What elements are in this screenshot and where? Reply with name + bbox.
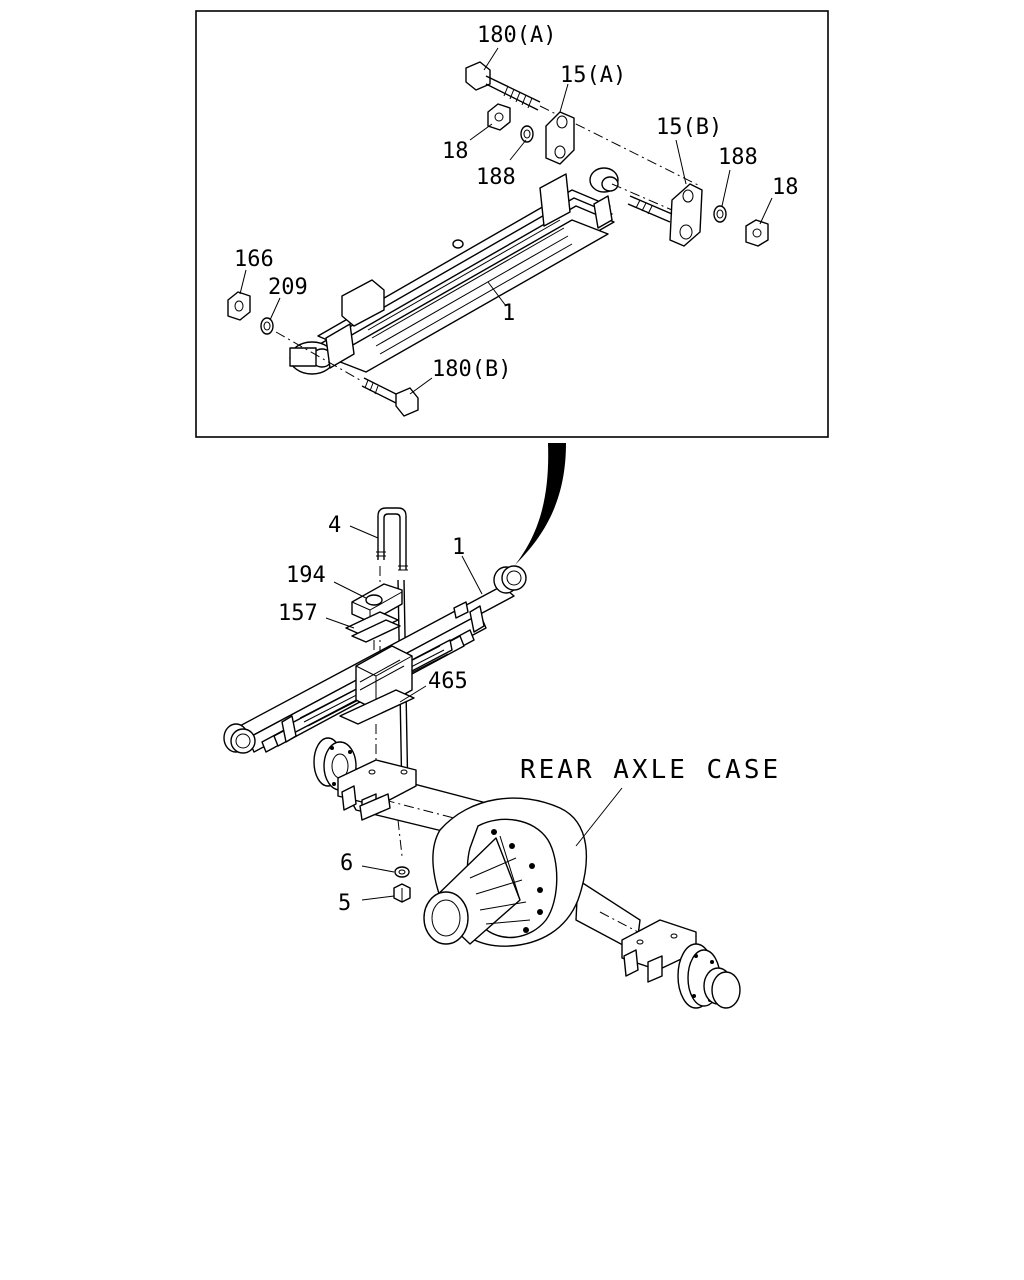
label-shackle-15b: 15(B) [656, 115, 722, 140]
label-bolt-180a: 180(A) [477, 23, 556, 48]
detail-connector [515, 443, 566, 565]
detail-nut-18-left [487, 103, 511, 131]
spacer-157 [345, 611, 401, 664]
plate-465 [339, 689, 415, 760]
label-bumper: 194 [286, 563, 326, 588]
label-spring-main: 1 [452, 535, 465, 560]
label-washer-188-left: 188 [476, 165, 516, 190]
detail-washer-209 [260, 317, 274, 335]
detail-nut-18-right [745, 219, 769, 247]
label-plate: 465 [428, 669, 468, 694]
label-spacer: 157 [278, 601, 318, 626]
main-leaf-spring [223, 565, 527, 754]
detail-rear-bolt [611, 183, 673, 223]
label-u-bolt: 4 [328, 513, 341, 538]
label-nut: 5 [338, 891, 351, 916]
detail-shackle-15b [669, 183, 703, 247]
label-nut-18-left: 18 [442, 139, 469, 164]
label-bolt-180b: 180(B) [432, 357, 511, 382]
label-washer: 6 [340, 851, 353, 876]
detail-leaders [239, 47, 773, 395]
detail-nut-166 [227, 291, 251, 321]
main-leaders [325, 525, 623, 901]
label-washer-209: 209 [268, 275, 308, 300]
washer-6 [394, 866, 410, 878]
detail-washer-188-right [713, 205, 727, 223]
label-spring-detail: 1 [502, 301, 515, 326]
label-washer-188-right: 188 [718, 145, 758, 170]
rear-axle-case [313, 737, 741, 1009]
detail-leaf-spring [289, 167, 619, 375]
label-nut-18-right: 18 [772, 175, 799, 200]
caption-rear-axle-case: REAR AXLE CASE [520, 755, 781, 785]
nut-5 [393, 883, 411, 903]
detail-bolt-180a [465, 61, 701, 187]
detail-bolt-180b [275, 331, 419, 417]
label-shackle-15a: 15(A) [560, 63, 626, 88]
detail-washer-188-left [520, 125, 534, 143]
label-nut-166: 166 [234, 247, 274, 272]
